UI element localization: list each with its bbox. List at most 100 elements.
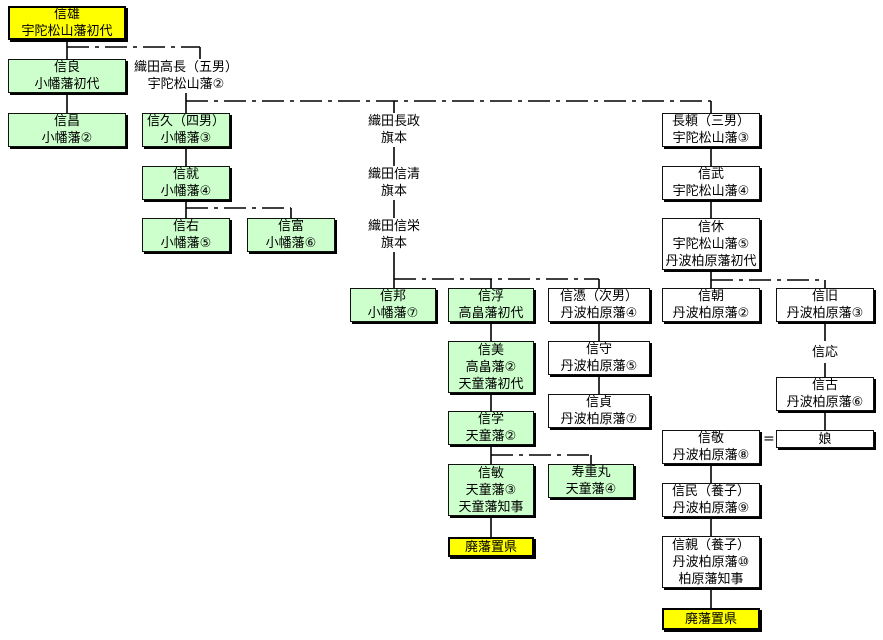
node-label-line: 小幡藩③ [160,131,212,146]
node-label-line: 小幡藩④ [160,184,212,199]
node-label-line: 丹波柏原藩⑥ [786,395,864,410]
person-node-jujumaru: 寿重丸天童藩④ [548,464,634,498]
node-label-line: 信憑（次男） [559,289,638,304]
person-node-nobumichi: 信学天童藩② [448,411,534,445]
person-node-nobumasa2: 信応 [776,341,874,363]
node-label-line: 小幡藩② [41,131,93,146]
person-node-nobuyoshi: 信良小幡藩初代 [8,59,126,93]
node-label-line: 信応 [811,344,838,360]
person-node-nobusada: 信貞丹波柏原藩⑦ [548,394,650,428]
person-node-nobunori: 信憑（次男）丹波柏原藩④ [548,288,650,322]
node-label-line: 信古 [811,378,838,393]
node-label-line: 信美 [477,342,504,358]
node-label-line: 信貞 [585,395,612,410]
node-label-line: 天童藩④ [565,482,617,497]
node-label-line: 信邦 [379,289,406,304]
person-node-nobukiyo: 織田信清旗本 [345,166,443,200]
node-label-line: 丹波柏原藩⑦ [560,412,638,427]
person-node-nobuhisa: 信久（四男） 小幡藩③ [142,113,230,147]
marriage-symbol: = [763,431,775,447]
node-label-line: 宇陀松山藩③ [672,131,750,146]
node-label-line: 信雄 [53,7,80,22]
node-label-line: 信旧 [811,289,838,304]
node-label-line: 信武 [697,167,724,182]
node-label-line: 丹波柏原藩③ [786,306,864,321]
person-node-nobutake: 信武宇陀松山藩④ [662,166,760,200]
person-node-haihan1: 廃藩置県 [448,537,534,557]
person-node-nobukuni: 信邦小幡藩⑦ [350,288,436,322]
node-label-line: 小幡藩⑥ [265,236,317,251]
node-label-line: 天童藩初代 [458,376,524,392]
node-label-line: 信朝 [697,289,724,304]
node-label-line: 廃藩置県 [684,611,737,627]
person-node-nobukatsu: 信雄宇陀松山藩初代 [8,6,126,40]
node-label-line: 織田信栄 [367,219,420,234]
node-label-line: 信守 [585,342,612,357]
person-node-nobutomi: 信富小幡藩⑥ [247,218,335,252]
node-label-line: 長頼（三男） [671,114,750,129]
node-label-line: 丹波柏原藩初代 [665,253,757,269]
node-label-line: 小幡藩⑦ [367,306,419,321]
node-label-line: 信右 [172,219,199,234]
node-label-line: 信民（養子） [671,484,750,499]
node-label-line: 信富 [277,219,304,234]
node-label-line: 信学 [477,412,504,427]
person-node-nagamasa: 織田長政旗本 [345,113,443,147]
person-node-nobumasa: 信昌小幡藩② [8,113,126,147]
person-node-nobutaka: 信古丹波柏原藩⑥ [776,377,874,411]
node-label-line: 信休 [697,219,724,235]
person-node-takanaga: 織田高長（五男）宇陀松山藩② [130,59,242,93]
node-label-line: 宇陀松山藩⑤ [672,236,750,252]
person-node-nobunari: 信就小幡藩④ [142,166,230,200]
node-label-line: 織田信清 [367,167,420,182]
node-label-line: 寿重丸 [571,465,611,480]
node-label-line: 天童藩③ [465,482,517,498]
node-label-line: 宇陀松山藩② [147,77,225,92]
person-node-musume: 娘 [776,430,874,448]
node-label-line: 信敬 [697,431,724,446]
person-node-nobuchika-t: 信浮高畠藩初代 [448,288,534,322]
node-label-line: 天童藩知事 [458,499,524,515]
node-label-line: 天童藩② [465,429,517,444]
node-label-line: 信就 [172,167,199,182]
node-label-line: 旗本 [380,184,407,199]
person-node-nagayori: 長頼（三男） 宇陀松山藩③ [662,113,760,147]
node-label-line: 丹波柏原藩⑨ [672,501,750,516]
node-label-line: 丹波柏原藩⑩ [672,554,750,570]
node-label-line: 宇陀松山藩初代 [21,24,113,39]
node-label-line: 丹波柏原藩⑤ [560,359,638,374]
node-label-line: 織田長政 [367,114,420,129]
node-label-line: 信親（養子） [671,537,750,553]
node-label-line: 小幡藩初代 [34,77,100,92]
node-label-line: 信久（四男） [146,114,225,129]
node-label-line: 信良 [53,60,80,75]
person-node-nobutaka2: 信敬丹波柏原藩⑧ [662,430,760,464]
node-label-line: 小幡藩⑤ [160,236,212,251]
node-label-line: 柏原藩知事 [678,571,744,587]
person-node-nobutami: 信民（養子） 丹波柏原藩⑨ [662,483,760,517]
node-label-line: 信敏 [477,465,504,481]
node-label-line: 宇陀松山藩④ [672,184,750,199]
person-node-haihan2: 廃藩置県 [662,608,760,630]
node-label-line: 丹波柏原藩② [672,306,750,321]
node-label-line: 丹波柏原藩⑧ [672,448,750,463]
node-label-line: 廃藩置県 [464,539,517,555]
node-label-line: 信浮 [477,289,504,304]
person-node-nobusuke: 信右小幡藩⑤ [142,218,230,252]
person-node-nobumoto: 信旧丹波柏原藩③ [776,288,874,322]
person-node-nobutomo: 信朝丹波柏原藩② [662,288,760,322]
node-label-line: 高畠藩初代 [458,306,524,321]
person-node-nobuyoshi2: 織田信栄旗本 [345,218,443,252]
person-node-nobumori: 信守丹波柏原藩⑤ [548,341,650,375]
node-label-line: 高畠藩② [465,359,517,375]
node-label-line: 旗本 [380,236,407,251]
node-label-line: 娘 [818,431,832,447]
node-label-line: 信昌 [53,114,80,129]
node-label-line: 旗本 [380,131,407,146]
